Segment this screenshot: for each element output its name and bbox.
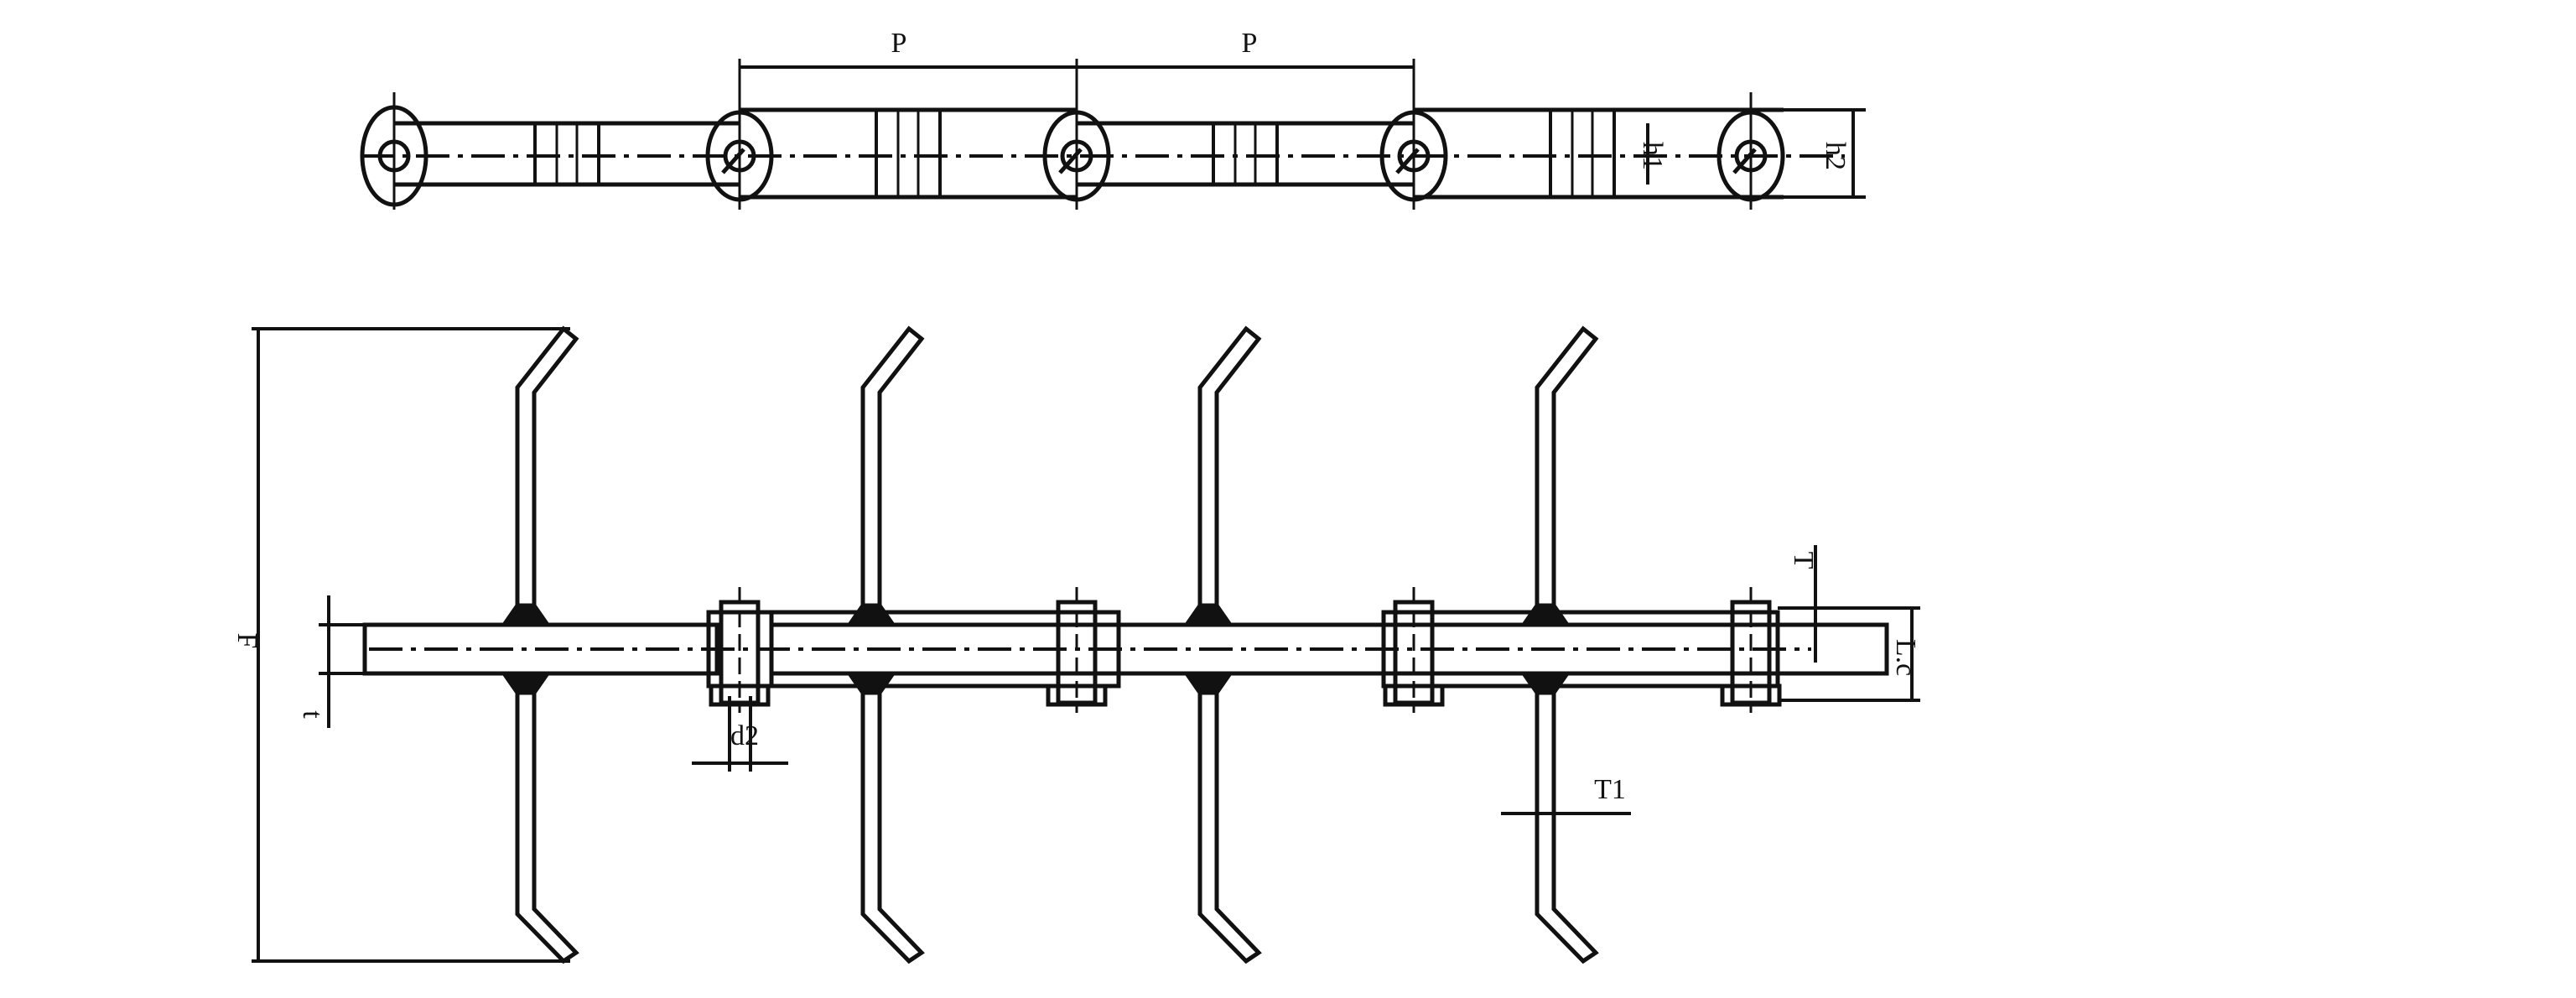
flight-lower <box>515 686 579 964</box>
flight-upper <box>1197 325 1262 612</box>
outer-plate <box>1381 610 1780 689</box>
dimension-lines <box>252 59 1920 963</box>
label-pitch-1: P <box>891 28 907 59</box>
plate-spacer <box>533 122 600 186</box>
weld-icon <box>1519 671 1571 695</box>
flight-lower <box>1535 686 1599 964</box>
link-plate <box>394 121 740 187</box>
link-plate <box>1751 107 1784 200</box>
flight-lower <box>860 686 925 964</box>
label-Lc: L.c <box>1890 639 1921 676</box>
plate-spacer <box>1549 108 1616 199</box>
cotter-icon <box>1395 148 1420 174</box>
weld-icon <box>500 671 552 695</box>
label-d2: d2 <box>730 720 759 751</box>
flight-upper <box>515 325 579 612</box>
weld-icon <box>1182 671 1234 695</box>
cotter-icon <box>721 148 745 174</box>
label-T: T <box>1788 552 1819 569</box>
label-flight-length: F <box>231 633 262 649</box>
plate-spacer <box>875 108 942 199</box>
cotter-icon <box>1058 148 1083 174</box>
link-plate <box>1077 121 1414 187</box>
cotter-icon <box>1732 148 1757 174</box>
flight-upper <box>1535 325 1599 612</box>
flight-upper <box>860 325 925 612</box>
link-plate <box>740 107 1077 200</box>
weld-icon <box>845 603 897 627</box>
weld-icon <box>1182 603 1234 627</box>
flight-lower <box>1197 686 1262 964</box>
label-h2: h2 <box>1820 142 1851 170</box>
label-t: t <box>297 710 328 719</box>
weld-icon <box>845 671 897 695</box>
bottom-view-chain-with-flights <box>362 325 1889 964</box>
link-plate <box>1414 107 1751 200</box>
inner-link <box>769 622 1889 676</box>
weld-icon <box>500 603 552 627</box>
top-view-chain <box>360 92 1845 210</box>
label-T1: T1 <box>1594 774 1626 805</box>
plate-spacer <box>1212 122 1279 186</box>
label-pitch-2: P <box>1242 28 1258 59</box>
label-h1: h1 <box>1637 142 1668 170</box>
weld-icon <box>1519 603 1571 627</box>
